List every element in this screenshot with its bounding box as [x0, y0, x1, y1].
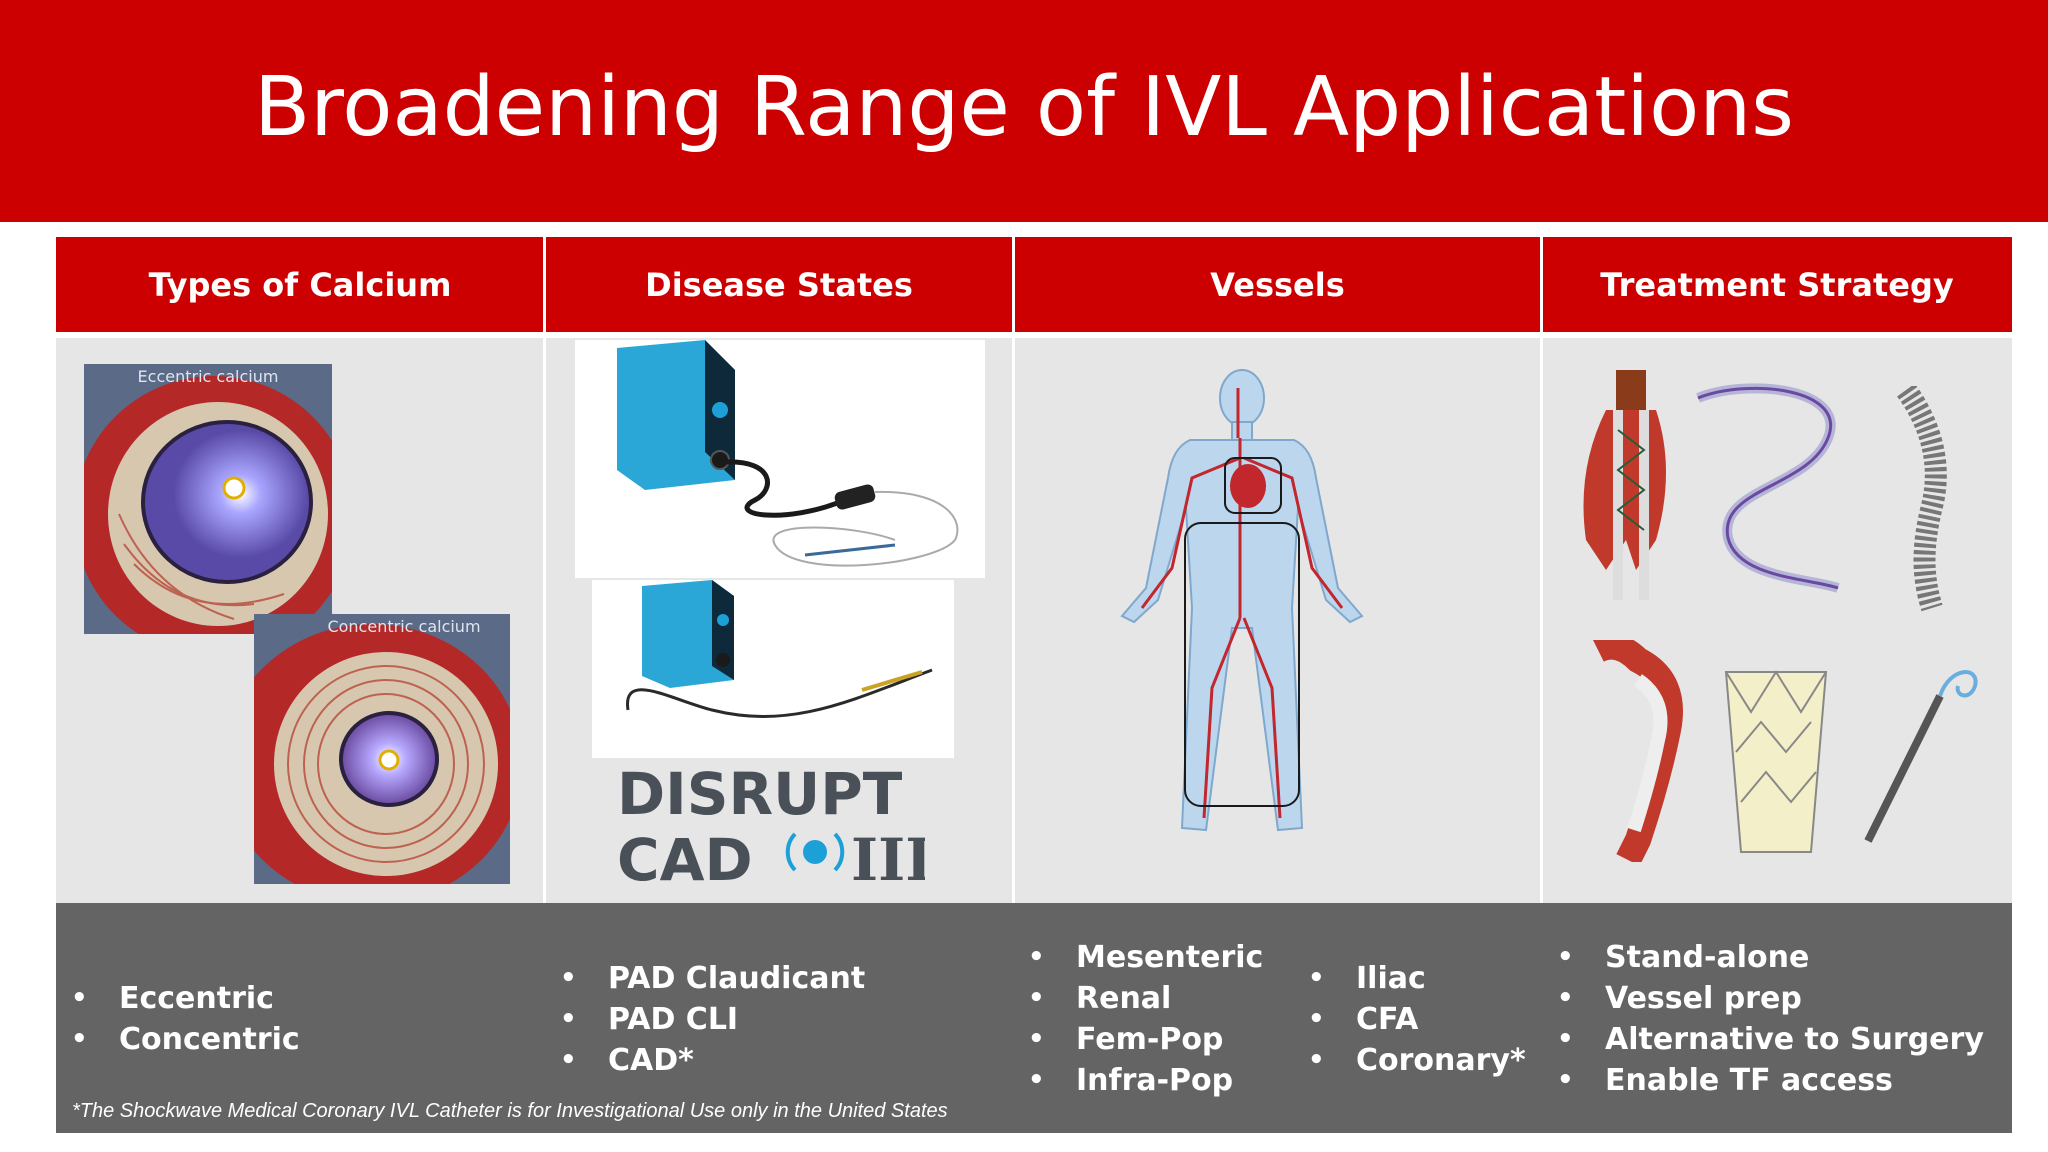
list-item: CAD* — [560, 1040, 865, 1081]
list-item: Mesenteric — [1028, 937, 1263, 978]
ivl-catheter-image — [592, 580, 954, 758]
concentric-calcium-image: Concentric calcium — [254, 614, 510, 884]
disrupt-cad-iii-logo: DISRUPT CAD III — [617, 762, 925, 892]
thoracic-stent-graft-image — [1593, 640, 1683, 862]
header-disease-states: Disease States — [545, 237, 1013, 332]
list-item: Renal — [1028, 978, 1263, 1019]
column-divider — [1540, 237, 1543, 903]
list-item: PAD Claudicant — [560, 958, 865, 999]
delivery-catheter-image — [1696, 383, 1840, 593]
logo-line1: DISRUPT — [617, 762, 903, 828]
slide-title: Broadening Range of IVL Applications — [254, 60, 1794, 155]
list-item: Concentric — [71, 1019, 300, 1060]
logo-line2: CAD — [617, 826, 753, 892]
eccentric-calcium-image: Eccentric calcium — [84, 364, 332, 634]
title-banner: Broadening Range of IVL Applications — [0, 0, 2048, 222]
list-item: Coronary* — [1308, 1040, 1526, 1081]
vessels-list-left: Mesenteric Renal Fem-Pop Infra-Pop — [1028, 937, 1263, 1101]
vessels-list-right: Iliac CFA Coronary* — [1308, 958, 1526, 1081]
calcium-types-list: Eccentric Concentric — [71, 978, 300, 1060]
list-item: Vessel prep — [1557, 978, 1984, 1019]
human-vasculature-image — [1120, 369, 1364, 832]
list-item: PAD CLI — [560, 999, 865, 1040]
column-divider — [543, 237, 546, 903]
list-item: Iliac — [1308, 958, 1526, 999]
concentric-caption: Concentric calcium — [327, 617, 480, 636]
list-item: Fem-Pop — [1028, 1019, 1263, 1060]
list-item: CFA — [1308, 999, 1526, 1040]
guidewire-pigtail-image — [1864, 670, 1978, 843]
bare-metal-stent-image — [1896, 386, 1947, 612]
eccentric-caption: Eccentric calcium — [138, 367, 279, 386]
column-divider — [1012, 237, 1015, 903]
disease-states-list: PAD Claudicant PAD CLI CAD* — [560, 958, 865, 1081]
list-item: Alternative to Surgery — [1557, 1019, 1984, 1060]
list-item: Eccentric — [71, 978, 300, 1019]
transcatheter-valve-image — [1724, 670, 1828, 853]
list-item: Stand-alone — [1557, 937, 1984, 978]
header-treatment-strategy: Treatment Strategy — [1542, 237, 2012, 332]
header-types-of-calcium: Types of Calcium — [56, 237, 544, 332]
aortic-stent-graft-image — [1583, 370, 1666, 600]
ivl-generator-image — [575, 340, 985, 578]
logo-roman-numeral: III — [851, 826, 925, 892]
header-vessels: Vessels — [1014, 237, 1541, 332]
treatment-strategy-list: Stand-alone Vessel prep Alternative to S… — [1557, 937, 1984, 1101]
list-item: Infra-Pop — [1028, 1060, 1263, 1101]
investigational-use-footnote: *The Shockwave Medical Coronary IVL Cath… — [72, 1100, 948, 1122]
list-item: Enable TF access — [1557, 1060, 1984, 1101]
